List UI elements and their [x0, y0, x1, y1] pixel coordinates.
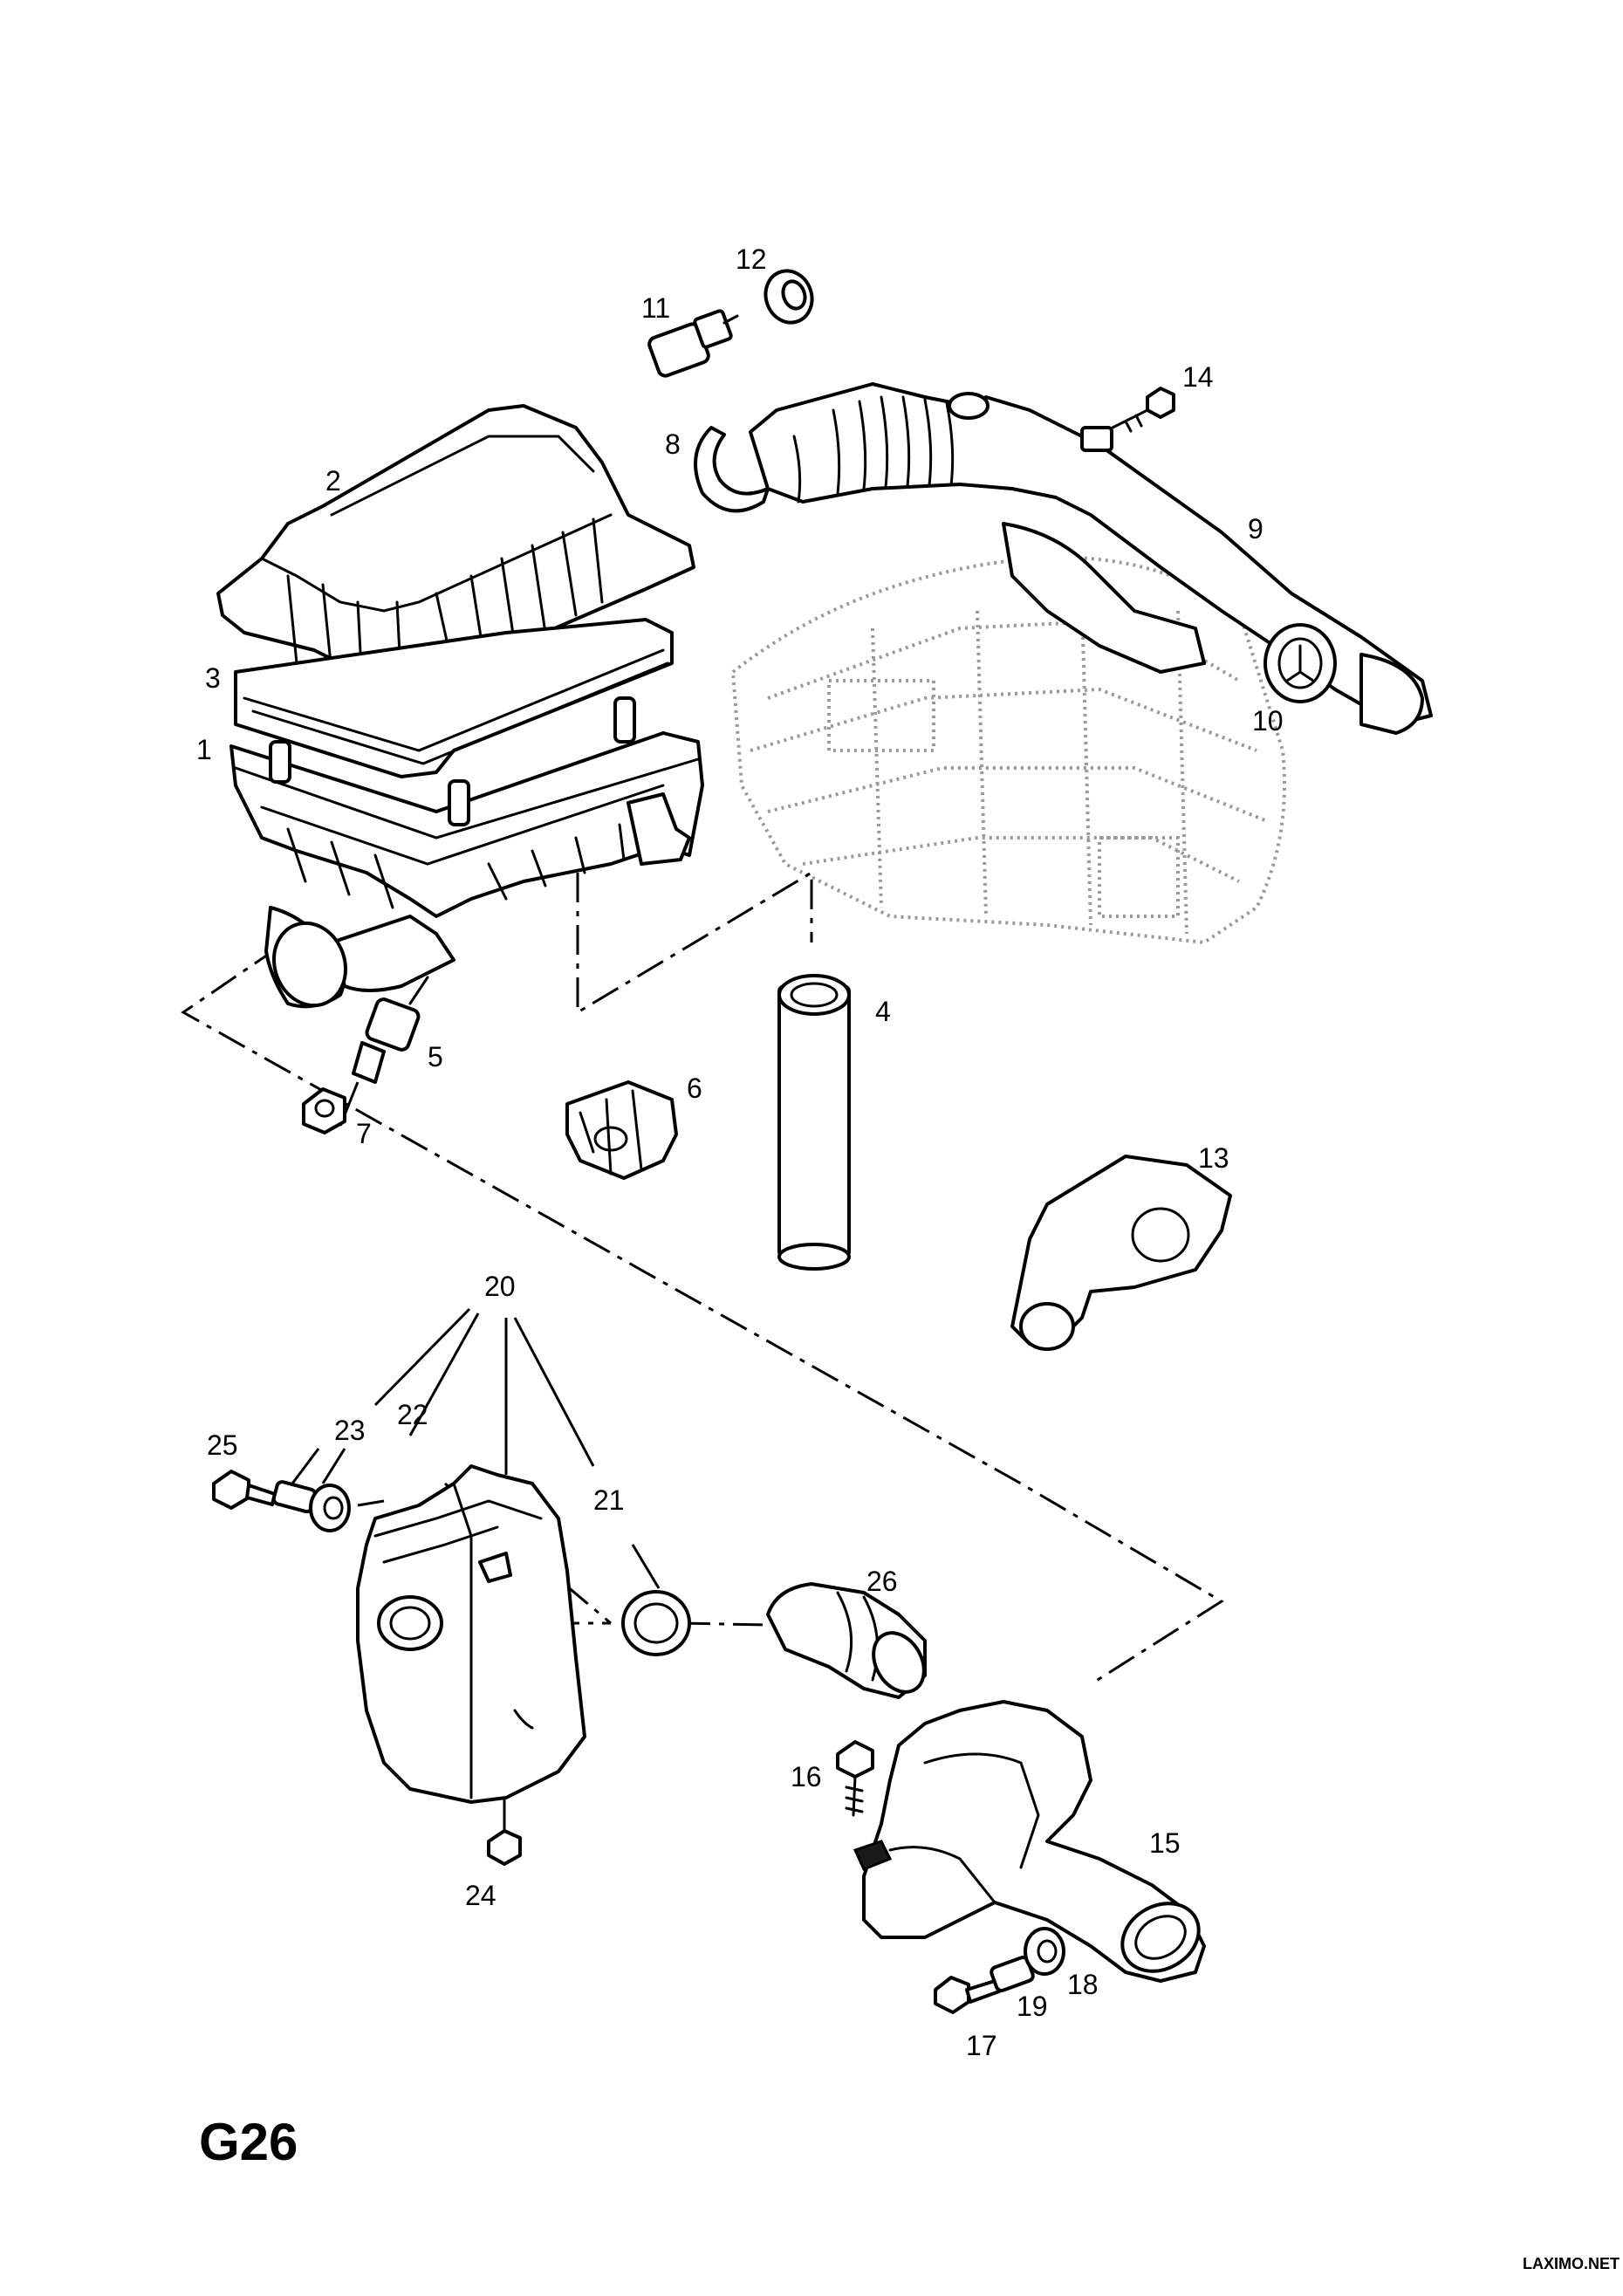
- callout-3: 3: [205, 662, 221, 694]
- part-7-nut: [302, 1087, 346, 1134]
- callout-6: 6: [687, 1073, 702, 1104]
- part-13-air-duct: [1010, 1155, 1232, 1351]
- callout-23: 23: [334, 1415, 366, 1446]
- engine-ghost-drawing: [730, 555, 1286, 945]
- callout-18: 18: [1067, 1969, 1099, 2000]
- callout-4: 4: [875, 996, 891, 1027]
- callout-17: 17: [966, 2030, 997, 2061]
- callout-2: 2: [325, 465, 341, 497]
- callout-15: 15: [1149, 1827, 1181, 1859]
- part-5-valve: [352, 976, 429, 1084]
- callout-14: 14: [1182, 361, 1214, 393]
- part-14-bolt: [1111, 387, 1175, 433]
- part-10-clamp: [1263, 623, 1424, 735]
- part-6-mounting-bracket: [565, 1080, 678, 1180]
- callout-16: 16: [791, 1761, 822, 1792]
- part-22-grommet: [309, 1484, 351, 1532]
- part-25-bolt: [212, 1470, 277, 1510]
- part-3-filter-element: [234, 618, 674, 778]
- part-8-hose-clamp: [694, 426, 770, 513]
- part-11-sensor: [647, 309, 739, 378]
- part-12-seal-ring: [764, 269, 814, 325]
- callout-7: 7: [356, 1118, 372, 1149]
- callout-8: 8: [665, 428, 681, 460]
- callout-11: 11: [641, 292, 670, 324]
- part-4-pipe: [777, 974, 851, 1271]
- watermark: LAXIMO.NET: [1523, 2255, 1620, 2272]
- callout-19: 19: [1017, 1991, 1048, 2022]
- part-21-seal-ring: [621, 1590, 691, 1656]
- part-20-resonator: [356, 1464, 586, 1804]
- callout-12: 12: [736, 243, 767, 275]
- part-24-nut: [487, 1796, 522, 1866]
- callout-21: 21: [593, 1484, 625, 1516]
- page-code: G26: [199, 2113, 298, 2171]
- callout-5: 5: [428, 1041, 443, 1073]
- callout-20-leaders: [291, 1081, 661, 1589]
- callout-labels: 1 2 3 4 5 6 7 8 9 10 11 12 13 14 15 16 1…: [196, 243, 1284, 2061]
- part-17-bolt: [934, 1976, 1001, 2014]
- callout-9: 9: [1248, 513, 1263, 545]
- part-18-grommet: [1024, 1927, 1065, 1976]
- part-2-air-filter-cover: [216, 404, 695, 691]
- part-9-intake-hose: [749, 382, 1433, 726]
- callout-22: 22: [397, 1399, 428, 1430]
- callout-25: 25: [207, 1429, 238, 1461]
- part-16-screw: [836, 1740, 874, 1817]
- part-1-air-filter-housing: [229, 696, 704, 1009]
- part-26-hose: [766, 1582, 927, 1699]
- callout-13: 13: [1198, 1142, 1229, 1174]
- callout-20: 20: [484, 1271, 516, 1302]
- callout-10: 10: [1252, 705, 1284, 737]
- callout-1: 1: [196, 734, 212, 765]
- callout-24: 24: [465, 1880, 496, 1911]
- part-15-outlet-duct: [853, 1700, 1206, 1983]
- callout-26: 26: [866, 1566, 898, 1597]
